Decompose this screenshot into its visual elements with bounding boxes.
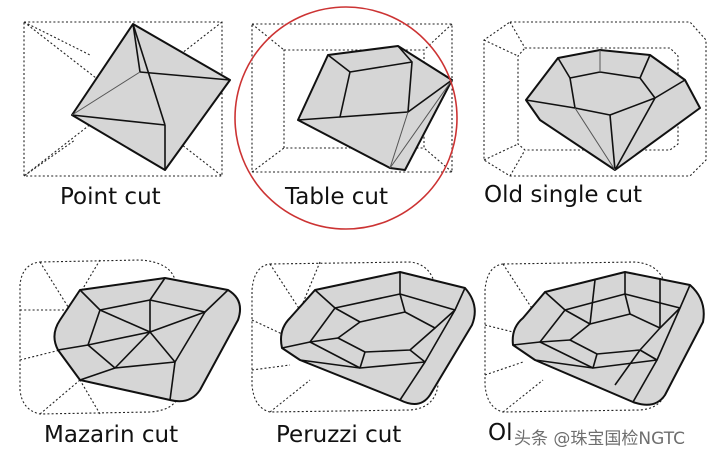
old-european-cut-label: Ol	[488, 420, 513, 446]
table-cut-label: Table cut	[285, 184, 389, 210]
old-european-cut-illustration	[484, 261, 705, 413]
mazarin-cut-label: Mazarin cut	[44, 422, 179, 448]
peruzzi-cut-gem	[280, 271, 476, 405]
table-cut-diagram: Table cut	[230, 0, 470, 230]
table-cut-highlight-circle	[234, 6, 458, 230]
point-cut-gem	[71, 23, 231, 171]
table-cut-illustration	[234, 6, 458, 230]
old-single-cut-illustration	[483, 21, 707, 177]
peruzzi-cut-label: Peruzzi cut	[276, 422, 402, 448]
old-single-cut-gem	[525, 49, 701, 171]
old-european-cut-diagram: Ol	[475, 250, 720, 457]
mazarin-cut-gem	[53, 277, 241, 403]
old-single-cut-diagram: Old single cut	[470, 0, 720, 230]
mazarin-cut-diagram: Mazarin cut	[0, 250, 250, 457]
point-cut-diagram: Point cut	[0, 0, 240, 230]
watermark-text: 头条 @珠宝国检NGTC	[512, 424, 687, 449]
mazarin-cut-projection	[19, 259, 181, 415]
point-cut-illustration	[23, 21, 231, 177]
point-cut-projection	[23, 21, 223, 177]
old-single-cut-label: Old single cut	[484, 182, 643, 208]
old-european-cut-gem	[511, 271, 705, 406]
table-cut-gem	[297, 45, 453, 171]
mazarin-cut-illustration	[19, 259, 241, 415]
peruzzi-cut-illustration	[251, 261, 476, 413]
peruzzi-cut-diagram: Peruzzi cut	[240, 250, 490, 457]
point-cut-label: Point cut	[60, 184, 161, 210]
old-single-cut-projection	[483, 21, 707, 177]
